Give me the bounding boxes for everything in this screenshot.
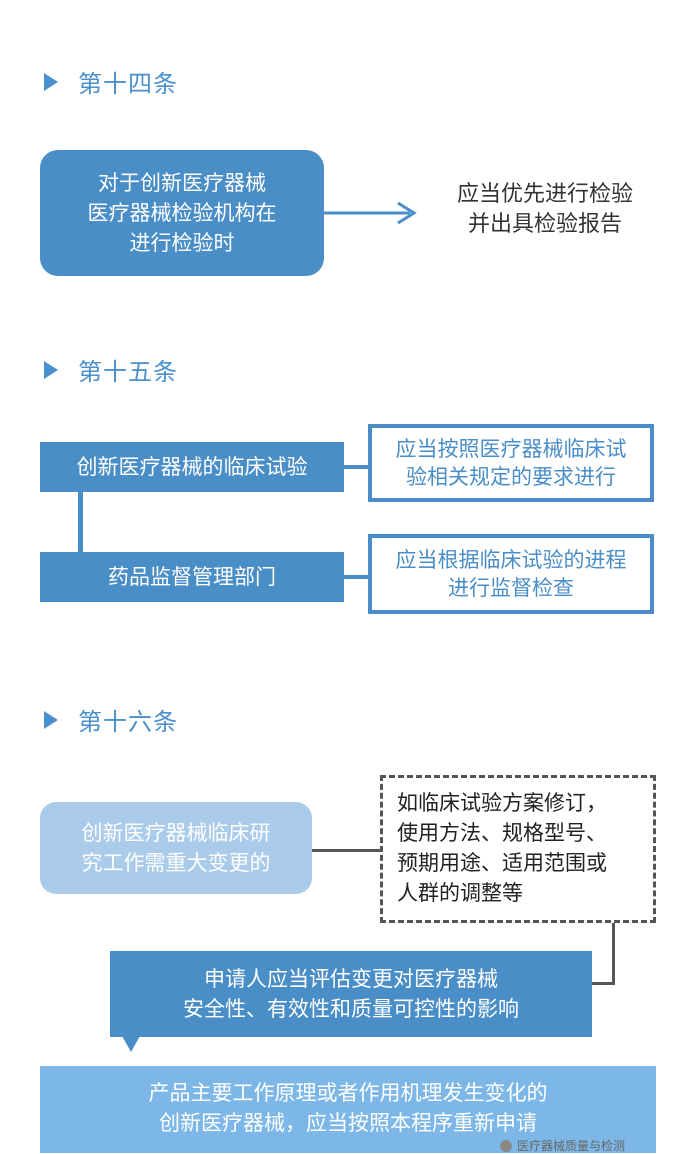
section-15-heading: 第十五条 bbox=[44, 352, 178, 387]
supervision-box: 应当根据临床试验的进程 进行监督检查 bbox=[368, 534, 654, 614]
pointer-down-icon bbox=[122, 1036, 140, 1052]
supervision-line: 应当根据临床试验的进程 bbox=[395, 548, 627, 572]
row1-connector bbox=[344, 465, 368, 469]
examples-connector bbox=[312, 849, 380, 852]
result-line: 应当优先进行检验 bbox=[456, 182, 633, 207]
condition-line: 医疗器械检验机构在 bbox=[87, 201, 277, 225]
wechat-logo-icon bbox=[500, 1139, 512, 1152]
requirement-line: 应当按照医疗器械临床试 bbox=[395, 437, 627, 461]
major-change-line: 究工作需重大变更的 bbox=[81, 851, 271, 875]
vertical-connector bbox=[78, 492, 83, 552]
change-examples-box: 如临床试验方案修订， 使用方法、规格型号、 预期用途、适用范围或 人群的调整等 bbox=[380, 775, 656, 923]
assessment-line: 安全性、有效性和质量可控性的影响 bbox=[183, 997, 519, 1021]
watermark-text: 医疗器械质量与检测 bbox=[517, 1139, 626, 1153]
section-16-heading: 第十六条 bbox=[44, 702, 178, 737]
section-16-title: 第十六条 bbox=[78, 708, 178, 736]
reapply-line: 创新医疗器械，应当按照本程序重新申请 bbox=[159, 1111, 537, 1135]
triangle-bullet-icon bbox=[44, 72, 58, 91]
reapply-line: 产品主要工作原理或者作用机理发生变化的 bbox=[148, 1081, 548, 1105]
section-14-result: 应当优先进行检验 并出具检验报告 bbox=[420, 180, 670, 240]
result-line: 并出具检验报告 bbox=[467, 212, 622, 237]
condition-line: 进行检验时 bbox=[129, 231, 235, 255]
example-line: 人群的调整等 bbox=[397, 881, 523, 905]
section-14-heading: 第十四条 bbox=[44, 64, 178, 99]
supervision-line: 进行监督检查 bbox=[448, 576, 574, 600]
section-15-title: 第十五条 bbox=[78, 358, 178, 386]
clinical-trial-label: 创新医疗器械的临床试验 bbox=[76, 455, 308, 479]
assessment-line: 申请人应当评估变更对医疗器械 bbox=[204, 967, 498, 991]
section-14-condition-box: 对于创新医疗器械 医疗器械检验机构在 进行检验时 bbox=[40, 150, 324, 276]
elbow-connector-horizontal bbox=[592, 982, 615, 985]
row2-connector bbox=[344, 575, 368, 579]
triangle-bullet-icon bbox=[44, 710, 58, 729]
example-line: 使用方法、规格型号、 bbox=[397, 821, 607, 845]
drug-admin-label: 药品监督管理部门 bbox=[108, 565, 276, 589]
clinical-trial-label-box: 创新医疗器械的临床试验 bbox=[40, 442, 344, 492]
condition-line: 对于创新医疗器械 bbox=[98, 171, 266, 195]
triangle-bullet-icon bbox=[44, 360, 58, 379]
impact-assessment-box: 申请人应当评估变更对医疗器械 安全性、有效性和质量可控性的影响 bbox=[110, 951, 592, 1037]
major-change-line: 创新医疗器械临床研 bbox=[81, 821, 271, 845]
section-14-title: 第十四条 bbox=[78, 70, 178, 98]
example-line: 如临床试验方案修订， bbox=[397, 791, 607, 815]
elbow-connector-vertical bbox=[612, 923, 615, 985]
major-change-box: 创新医疗器械临床研 究工作需重大变更的 bbox=[40, 802, 312, 894]
reapply-box: 产品主要工作原理或者作用机理发生变化的 创新医疗器械，应当按照本程序重新申请 bbox=[40, 1066, 656, 1153]
arrow-right-icon bbox=[324, 201, 417, 225]
drug-admin-label-box: 药品监督管理部门 bbox=[40, 552, 344, 602]
requirement-line: 验相关规定的要求进行 bbox=[406, 465, 616, 489]
clinical-trial-requirement-box: 应当按照医疗器械临床试 验相关规定的要求进行 bbox=[368, 424, 654, 502]
watermark: 医疗器械质量与检测 bbox=[500, 1137, 625, 1154]
example-line: 预期用途、适用范围或 bbox=[397, 851, 607, 875]
